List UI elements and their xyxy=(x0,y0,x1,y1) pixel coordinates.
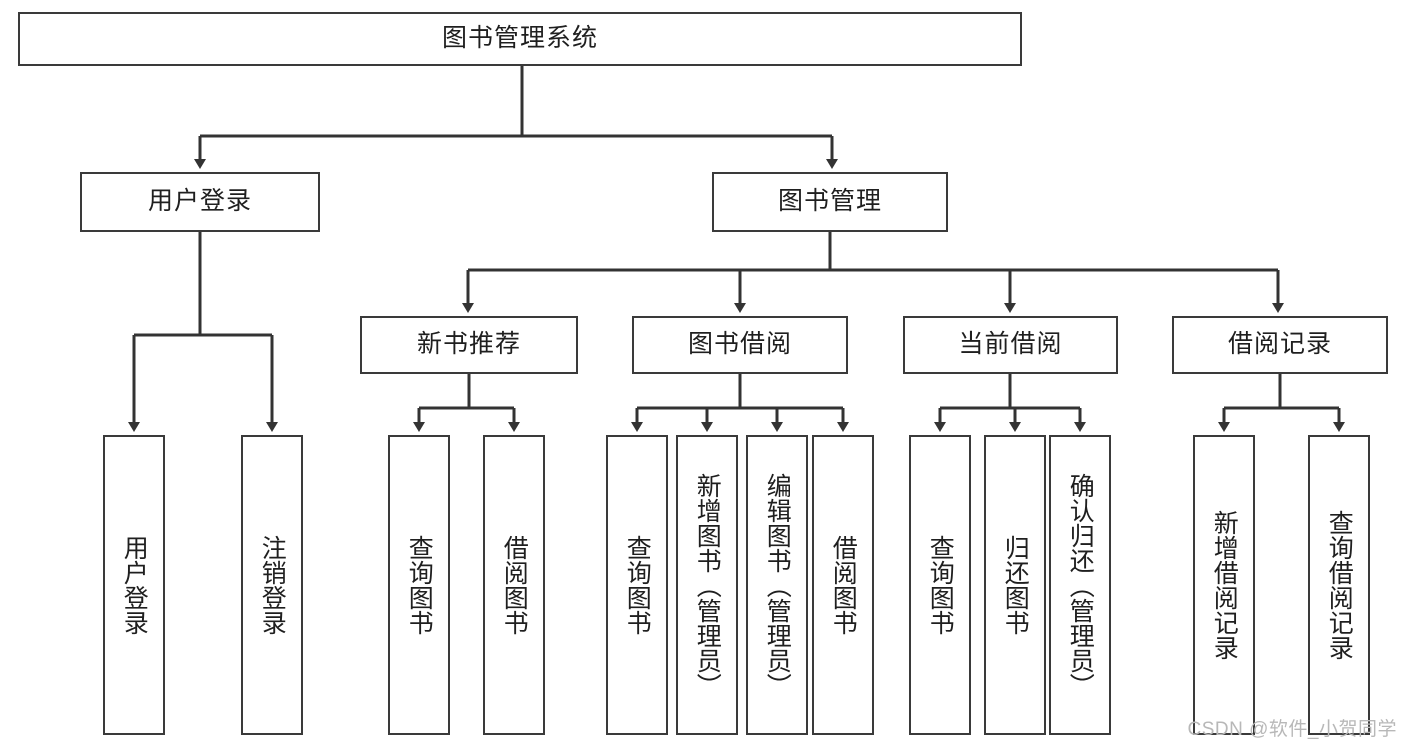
node-new-book-recommend[interactable]: 新书推荐 xyxy=(360,316,578,374)
leaf-query-books-current[interactable]: 查询图书 xyxy=(909,435,971,735)
node-book-borrow-label: 图书借阅 xyxy=(687,330,792,359)
leaf-borrow-books-label: 借阅图书 xyxy=(829,535,858,635)
node-borrow-records-label: 借阅记录 xyxy=(1227,330,1332,359)
leaf-return-books[interactable]: 归还图书 xyxy=(984,435,1046,735)
leaf-user-login-label: 用户登录 xyxy=(120,535,149,635)
leaf-add-book-admin[interactable]: 新增图书（管理员） xyxy=(676,435,738,735)
leaf-query-borrow-record-label: 查询借阅记录 xyxy=(1325,510,1354,660)
leaf-query-books-borrow[interactable]: 查询图书 xyxy=(606,435,668,735)
leaf-confirm-return-admin[interactable]: 确认归还（管理员） xyxy=(1049,435,1111,735)
node-user-login-label: 用户登录 xyxy=(147,187,252,216)
node-current-borrow-label: 当前借阅 xyxy=(958,330,1063,359)
leaf-user-login[interactable]: 用户登录 xyxy=(103,435,165,735)
node-root-label: 图书管理系统 xyxy=(441,24,598,53)
leaf-borrow-books[interactable]: 借阅图书 xyxy=(812,435,874,735)
leaf-borrow-books-recommend[interactable]: 借阅图书 xyxy=(483,435,545,735)
node-book-borrow[interactable]: 图书借阅 xyxy=(632,316,848,374)
watermark-text: CSDN @软件_小贺同学 xyxy=(1187,719,1397,740)
leaf-edit-book-admin[interactable]: 编辑图书（管理员） xyxy=(746,435,808,735)
leaf-logout[interactable]: 注销登录 xyxy=(241,435,303,735)
leaf-query-books-recommend-label: 查询图书 xyxy=(405,535,434,635)
leaf-query-borrow-record[interactable]: 查询借阅记录 xyxy=(1308,435,1370,735)
leaf-borrow-books-recommend-label: 借阅图书 xyxy=(500,535,529,635)
node-book-management-label: 图书管理 xyxy=(777,187,882,216)
leaf-add-borrow-record-label: 新增借阅记录 xyxy=(1210,510,1239,660)
leaf-logout-label: 注销登录 xyxy=(258,535,287,635)
leaf-query-books-current-label: 查询图书 xyxy=(926,535,955,635)
node-user-login[interactable]: 用户登录 xyxy=(80,172,320,232)
leaf-confirm-return-admin-label: 确认归还（管理员） xyxy=(1066,472,1095,698)
node-borrow-records[interactable]: 借阅记录 xyxy=(1172,316,1388,374)
leaf-edit-book-admin-label: 编辑图书（管理员） xyxy=(763,472,792,698)
node-book-management[interactable]: 图书管理 xyxy=(712,172,948,232)
leaf-return-books-label: 归还图书 xyxy=(1001,535,1030,635)
node-root[interactable]: 图书管理系统 xyxy=(18,12,1022,66)
leaf-add-borrow-record[interactable]: 新增借阅记录 xyxy=(1193,435,1255,735)
node-current-borrow[interactable]: 当前借阅 xyxy=(903,316,1118,374)
leaf-add-book-admin-label: 新增图书（管理员） xyxy=(693,472,722,698)
node-new-book-recommend-label: 新书推荐 xyxy=(416,330,521,359)
leaf-query-books-recommend[interactable]: 查询图书 xyxy=(388,435,450,735)
leaf-query-books-borrow-label: 查询图书 xyxy=(623,535,652,635)
